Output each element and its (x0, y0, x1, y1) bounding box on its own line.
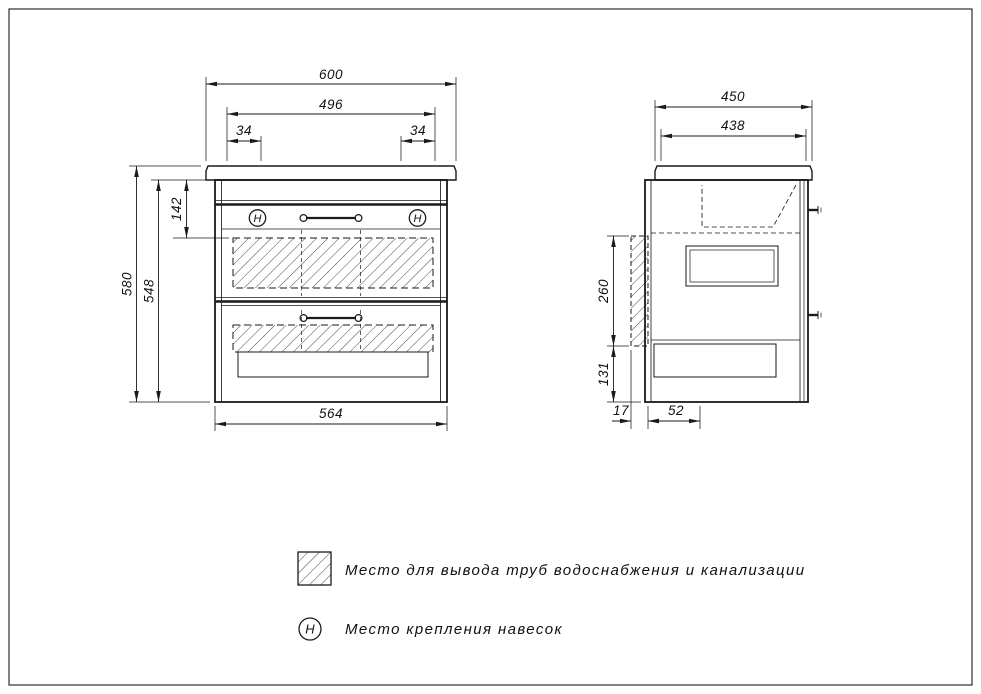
dim-548: 548 (142, 179, 211, 402)
dim-450: 450 (654, 89, 813, 161)
drawer-1 (221, 228, 441, 296)
mid-rail (215, 297, 447, 306)
dim-580: 580 (120, 165, 210, 403)
dim-131: 131 (596, 346, 641, 403)
legend-hanger-symbol-letter: H (305, 622, 315, 637)
dim-600: 600 (205, 67, 457, 161)
legend-hanger-label: Место крепления навесок (345, 621, 563, 638)
dim-17-value: 17 (613, 403, 629, 418)
countertop-side (654, 165, 813, 181)
drawer-2-front-panel (237, 351, 429, 378)
dim-496: 496 (226, 97, 436, 161)
legend-pipe-zone-swatch (297, 551, 332, 586)
dim-438: 438 (660, 118, 807, 161)
dim-564-value: 564 (319, 406, 343, 421)
dim-548-value: 548 (142, 279, 157, 303)
pipe-zone-drawer-2 (232, 324, 434, 353)
hanger-symbol-right-letter: H (414, 213, 422, 225)
hinge-pin-bottom (808, 311, 822, 319)
dim-450-value: 450 (721, 89, 745, 104)
dim-260-value: 260 (596, 279, 611, 304)
pipe-zone-drawer-1 (232, 237, 434, 289)
cabinet-body-side (644, 179, 809, 403)
dim-131-value: 131 (596, 362, 611, 386)
dim-52: 52 (648, 403, 701, 429)
dim-142: 142 (169, 180, 229, 239)
drawer-box-upper (685, 245, 779, 287)
drawing-frame (8, 8, 973, 686)
dim-564: 564 (214, 406, 448, 431)
dim-260: 260 (596, 235, 629, 347)
legend-hanger-symbol: H (298, 617, 322, 641)
dim-34-left: 34 (227, 123, 262, 161)
dim-34-right-value: 34 (410, 123, 426, 138)
cabinet-body-front (214, 179, 448, 403)
drawer-handle-1 (299, 214, 363, 223)
dim-580-value: 580 (120, 272, 135, 296)
dim-34-right: 34 (400, 123, 435, 161)
dim-496-value: 496 (319, 97, 343, 112)
drawer-handle-2 (299, 314, 363, 323)
legend-pipe-zone-label: Место для вывода труб водоснабжения и ка… (345, 562, 806, 579)
pipe-zone-back (630, 235, 649, 347)
hanger-symbol-left: H (248, 209, 267, 227)
hinge-pin-top (808, 206, 822, 214)
sink-bowl-outline (701, 184, 797, 228)
dim-600-value: 600 (319, 67, 343, 82)
dim-142-value: 142 (169, 197, 184, 221)
dim-52-value: 52 (668, 403, 684, 418)
legend: Место для вывода труб водоснабжения и ка… (297, 551, 806, 641)
drawer-box-lower (653, 343, 777, 378)
drawer-2 (232, 310, 434, 378)
countertop-front (205, 165, 457, 181)
dim-17: 17 (612, 350, 667, 429)
dim-34-left-value: 34 (236, 123, 252, 138)
front-view: H H (120, 67, 457, 431)
dim-438-value: 438 (721, 118, 745, 133)
side-view: 450 438 260 131 17 (596, 89, 822, 429)
hanger-symbol-right: H (408, 209, 427, 227)
hanger-symbol-left-letter: H (254, 213, 262, 225)
